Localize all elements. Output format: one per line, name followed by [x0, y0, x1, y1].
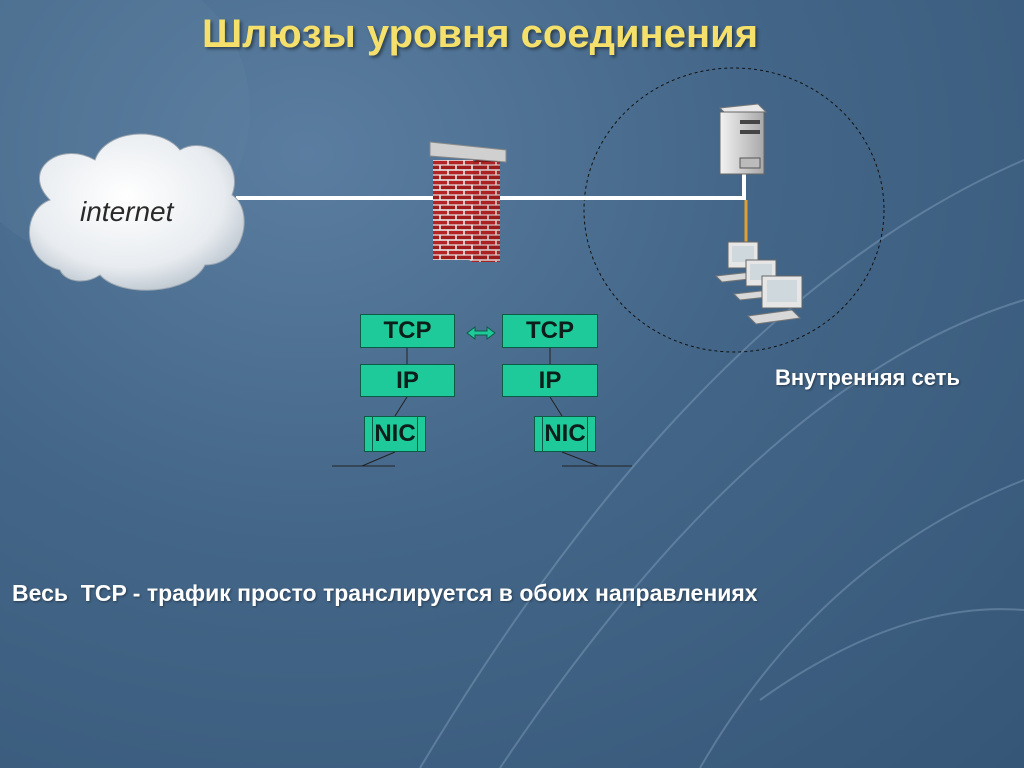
cloud-icon: [29, 133, 245, 291]
internal-network-boundary: [583, 67, 885, 353]
internet-label: internet: [80, 196, 174, 227]
left-nic-box: NIC: [364, 416, 426, 452]
right-tcp-box: TCP: [502, 314, 598, 348]
stack-connectors: [332, 348, 632, 467]
left-ip-box: IP: [360, 364, 455, 397]
slide-title: Шлюзы уровня соединения: [201, 12, 759, 56]
left-tcp-box: TCP: [360, 314, 455, 348]
caption-text: Весь TCP - трафик просто транслируется в…: [12, 580, 758, 606]
internal-network-label: Внутренняя сеть: [775, 365, 960, 390]
right-ip-box: IP: [502, 364, 598, 397]
firewall-icon: [429, 141, 507, 262]
server-icon: [718, 103, 768, 175]
workstation-icon: [714, 241, 803, 325]
right-nic-box: NIC: [534, 416, 596, 452]
double-arrow-icon: [466, 326, 496, 340]
